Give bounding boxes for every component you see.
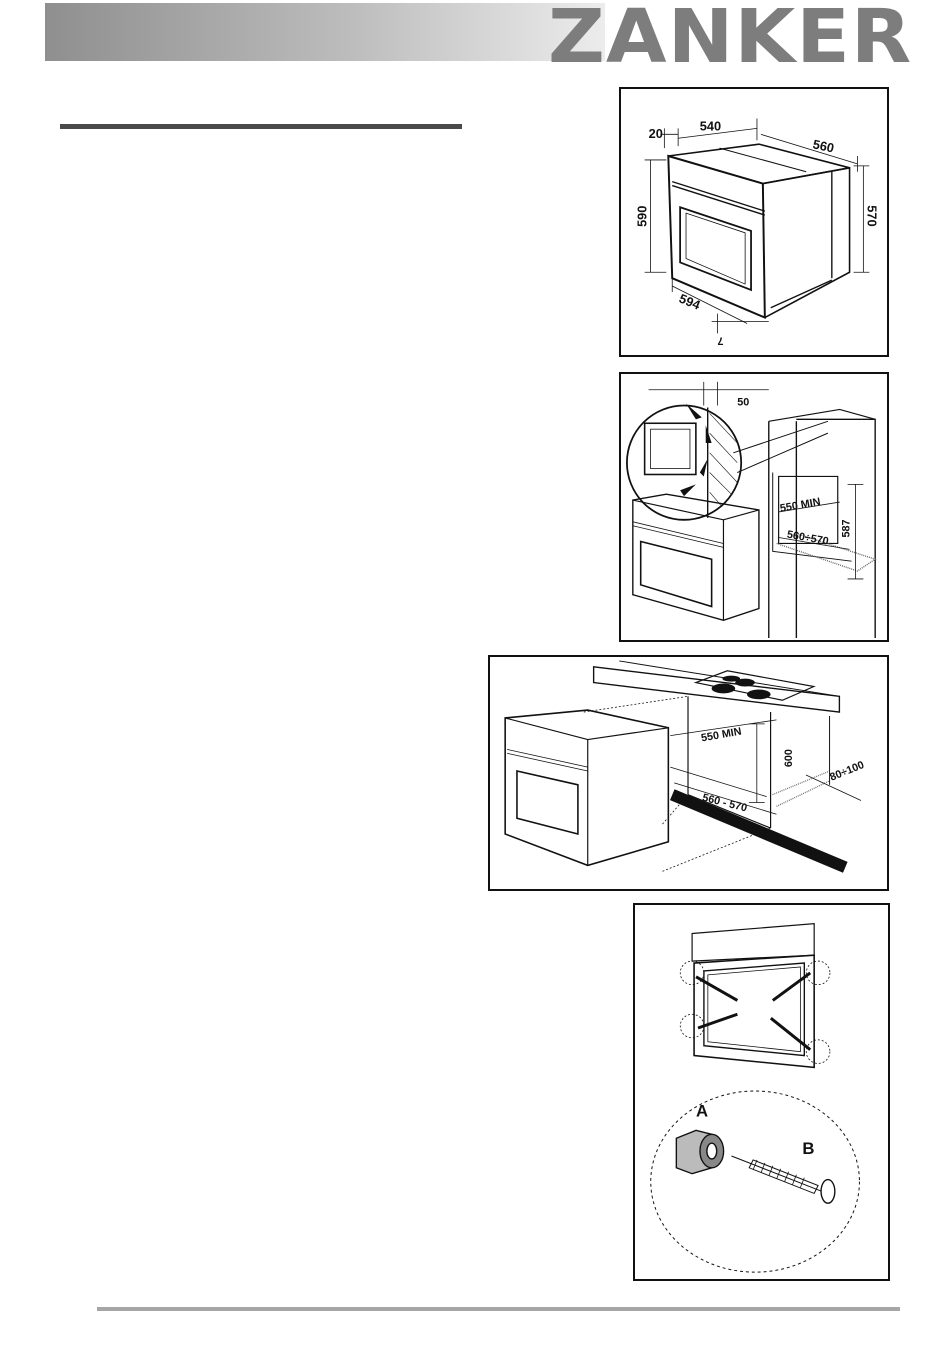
- dim-590: 590: [635, 206, 650, 227]
- brand-logo: ZANKER: [548, 0, 912, 80]
- column-installation-figure: 50 550 MIN 560÷570 587: [619, 372, 889, 642]
- dim-7: 7: [717, 334, 723, 346]
- dim-80-100: 80÷100: [828, 759, 866, 784]
- dim-20: 20: [649, 126, 663, 141]
- column-installation-drawing: 50 550 MIN 560÷570 587: [621, 374, 887, 640]
- header-bar: [45, 3, 605, 61]
- dim-594: 594: [677, 291, 703, 313]
- dim-550-min: 550 MIN: [779, 496, 822, 515]
- footer-rule: [97, 1307, 900, 1311]
- dim-560: 560: [812, 136, 836, 155]
- dim-560-570: 560÷570: [786, 529, 830, 548]
- fixing-drawing: A B: [635, 905, 888, 1279]
- dim-540: 540: [700, 118, 721, 133]
- oven-dimensions-drawing: 20 540 560 590 570 594 7: [621, 89, 887, 355]
- dim-570: 570: [864, 205, 879, 226]
- fixing-figure: A B: [633, 903, 890, 1281]
- undercounter-installation-figure: 550 MIN 600 560 - 570 80÷100: [488, 655, 889, 891]
- dim-600: 600: [783, 749, 795, 767]
- dim-550-min: 550 MIN: [700, 726, 742, 745]
- label-a: A: [696, 1102, 708, 1121]
- label-b: B: [802, 1139, 814, 1158]
- undercounter-installation-drawing: 550 MIN 600 560 - 570 80÷100: [490, 657, 887, 889]
- dim-50: 50: [737, 397, 749, 409]
- title-rule: [60, 124, 462, 129]
- dim-587: 587: [841, 519, 853, 537]
- oven-dimensions-figure: 20 540 560 590 570 594 7: [619, 87, 889, 357]
